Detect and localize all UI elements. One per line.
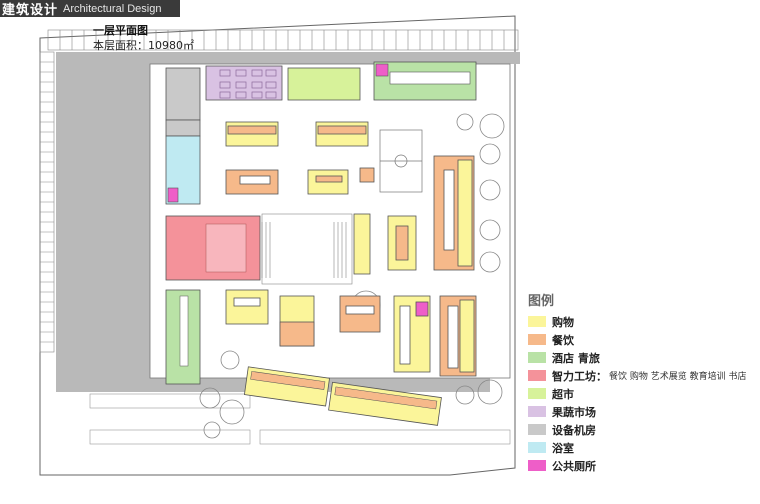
legend-item: 设备机房 — [528, 421, 746, 438]
title-zh: 建筑设计 — [2, 3, 59, 18]
parking-top — [47, 29, 519, 51]
site-boundary — [39, 15, 516, 476]
legend-swatch — [528, 334, 546, 345]
legend-label: 浴室 — [552, 441, 574, 455]
legend-label: 公共厕所 — [552, 459, 596, 473]
legend-swatch — [528, 442, 546, 453]
legend-label: 酒店 青旅 — [552, 351, 600, 365]
equipment-room-2 — [165, 119, 201, 137]
legend-item: 浴室 — [528, 439, 746, 456]
equipment-room — [165, 67, 201, 121]
legend-swatch — [528, 460, 546, 471]
legend-label: 智力工坊： — [552, 369, 607, 383]
legend-swatch — [528, 352, 546, 363]
title-en: Architectural Design — [63, 2, 162, 15]
basketball-court — [379, 129, 423, 193]
supermarket — [287, 67, 361, 101]
roads — [56, 52, 520, 392]
legend: 图例 购物 餐饮 酒店 青旅 智力工坊： 餐饮 购物 艺术展览 教育培训 书店 … — [528, 290, 746, 474]
title-bar: 建筑设计 Architectural Design — [0, 0, 180, 18]
toilet-2 — [375, 63, 389, 77]
legend-title: 图例 — [528, 294, 555, 309]
parking-bottom — [89, 393, 511, 445]
legend-label: 购物 — [552, 315, 574, 329]
bottom-shop-bar-left — [243, 366, 330, 407]
bottom-shop-bar-right — [328, 381, 442, 426]
legend-label: 超市 — [552, 387, 574, 401]
legend-item: 购物 — [528, 313, 746, 330]
legend-item: 智力工坊： 餐饮 购物 艺术展览 教育培训 书店 — [528, 367, 746, 384]
floor-plan — [39, 15, 520, 476]
toilet-1 — [167, 187, 179, 203]
legend-swatch — [528, 388, 546, 399]
trees — [199, 113, 505, 439]
legend-swatch — [528, 424, 546, 435]
legend-swatch — [528, 370, 546, 381]
legend-item: 果蔬市场 — [528, 403, 746, 420]
legend-swatch — [528, 316, 546, 327]
legend-detail: 餐饮 购物 艺术展览 教育培训 书店 — [609, 372, 747, 382]
legend-item: 超市 — [528, 385, 746, 402]
plan-heading: 一层平面图 — [93, 24, 148, 37]
legend-swatch — [528, 406, 546, 417]
legend-item: 公共厕所 — [528, 457, 746, 474]
toilet-3 — [415, 301, 429, 317]
fruit-market — [205, 65, 283, 101]
legend-label: 设备机房 — [552, 423, 596, 437]
shop-blocks — [225, 121, 477, 377]
legend-label: 餐饮 — [552, 333, 574, 347]
plan-area: 本层面积：10980㎡ — [93, 39, 194, 52]
central-plaza — [261, 213, 353, 285]
legend-item: 餐饮 — [528, 331, 746, 348]
legend-item: 酒店 青旅 — [528, 349, 746, 366]
legend-label: 果蔬市场 — [552, 405, 596, 419]
